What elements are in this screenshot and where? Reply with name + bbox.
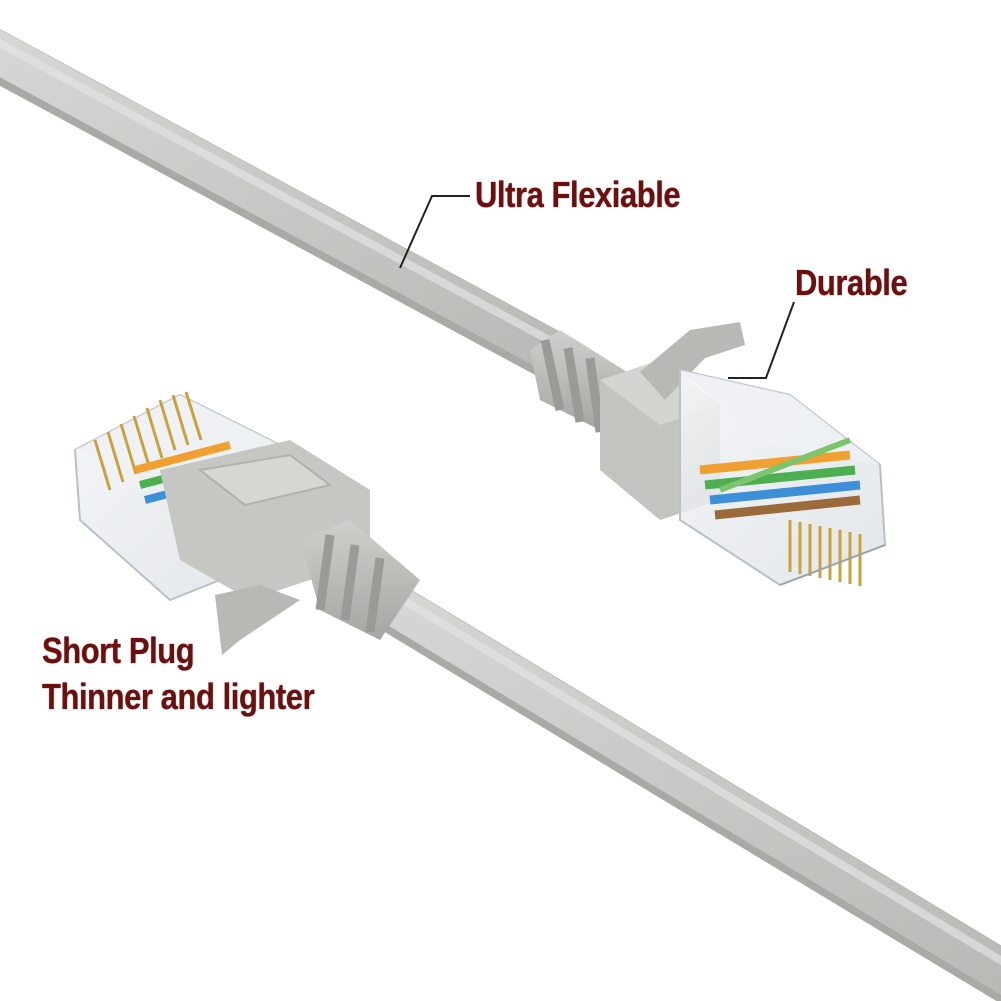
short-plug-label: Short Plug [42,630,195,671]
durable-leader [728,301,795,379]
lower-cable [355,575,1001,1001]
ultra-flexible-leader [399,195,470,269]
rj45-plug-right-icon [530,322,887,587]
durable-label: Durable [795,262,908,303]
leader-lines [399,195,795,379]
ultra-flexible-label: Ultra Flexiable [475,174,681,215]
upper-cable [0,29,585,385]
rj45-plug-left-icon [73,391,420,655]
thinner-lighter-label: Thinner and lighter [42,676,315,717]
